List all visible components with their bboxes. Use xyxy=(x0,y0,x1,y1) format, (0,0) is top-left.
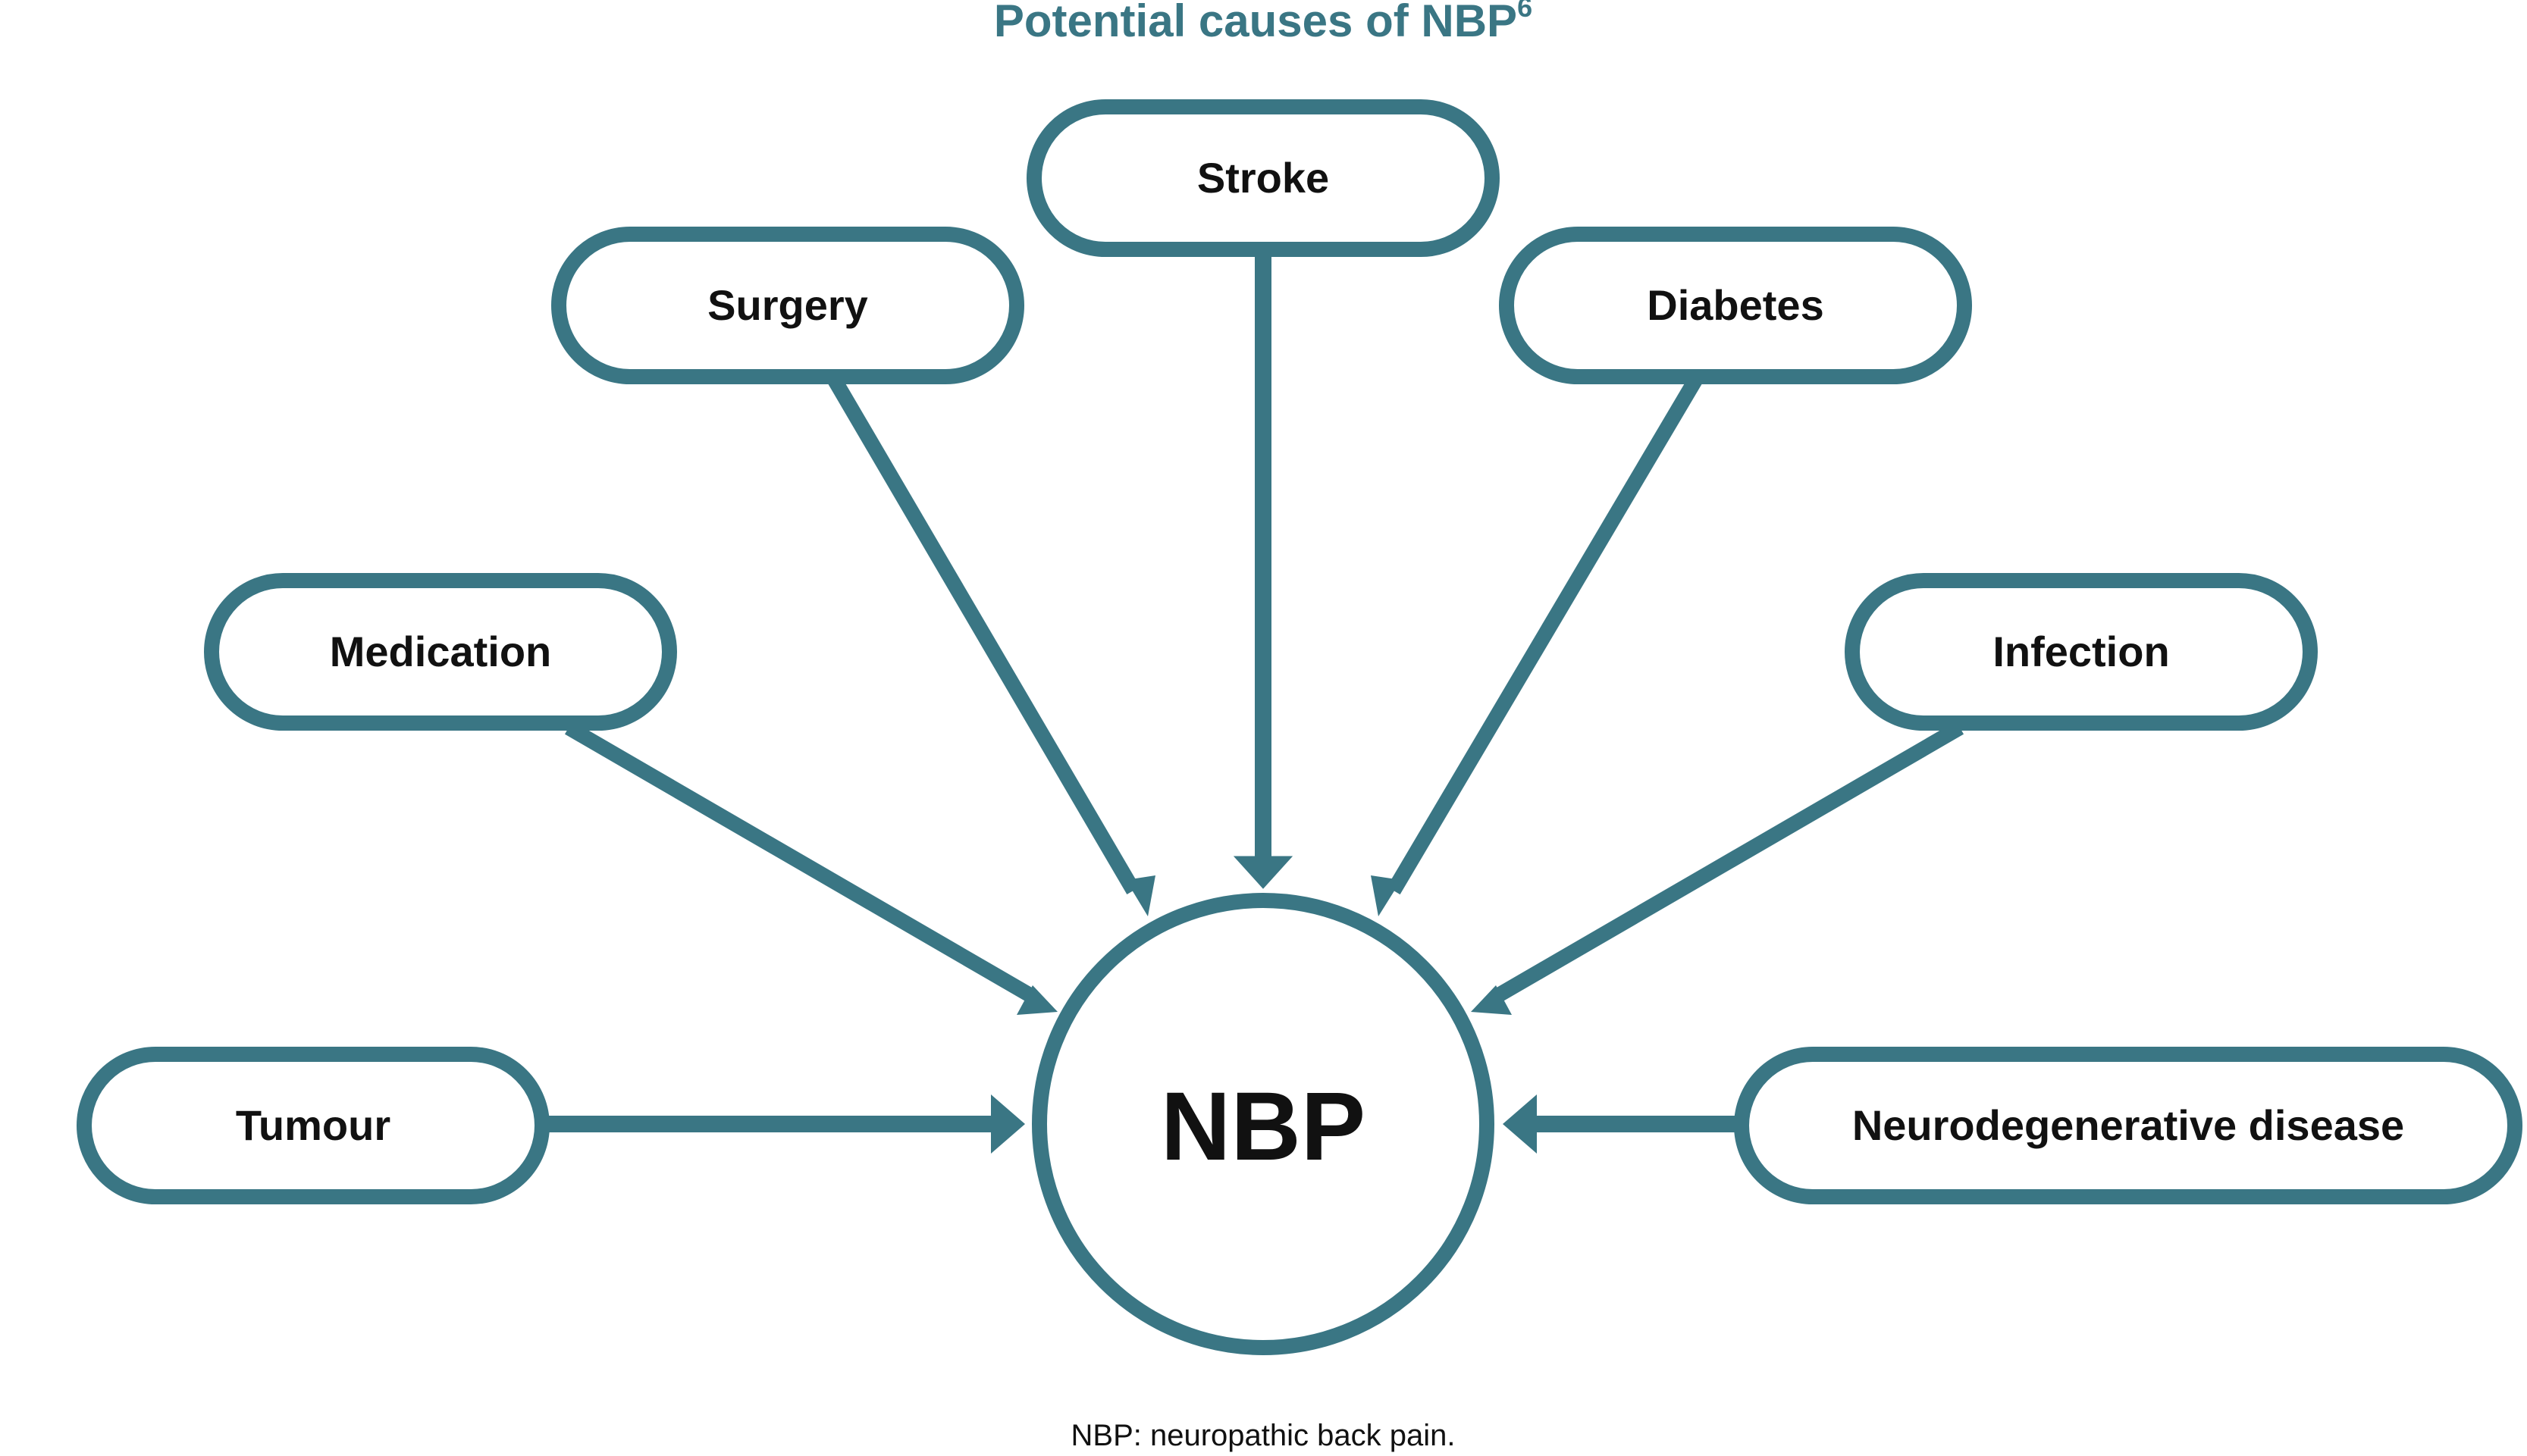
footnote: NBP: neuropathic back pain. xyxy=(1071,1419,1456,1452)
title-superscript: 6 xyxy=(1517,0,1532,23)
arrow-stroke-head xyxy=(1233,856,1293,889)
diagram-title: Potential causes of NBP6 xyxy=(994,0,1532,46)
cause-box-medication xyxy=(204,573,677,731)
arrow-diabetes-head xyxy=(1371,875,1401,916)
cause-infection: Infection xyxy=(1845,573,2318,731)
title-main: Potential causes of NBP xyxy=(994,0,1517,46)
arrow-diabetes-line xyxy=(1387,374,1703,895)
cause-label-stroke: Stroke xyxy=(1197,154,1329,202)
arrow-neuro-head xyxy=(1503,1094,1537,1154)
cause-box-diabetes xyxy=(1499,227,1972,384)
cause-label-tumour: Tumour xyxy=(236,1101,390,1149)
arrow-medication-head xyxy=(1017,985,1058,1015)
cause-box-neurodegenerative-disease xyxy=(1734,1047,2522,1204)
cause-label-neurodegenerative-disease: Neurodegenerative disease xyxy=(1852,1101,2404,1149)
cause-box-stroke xyxy=(1027,99,1500,257)
cause-stroke: Stroke xyxy=(1027,99,1500,257)
cause-label-infection: Infection xyxy=(1992,628,2169,675)
arrow-tumour-head xyxy=(991,1094,1025,1154)
arrow-infection-line xyxy=(1491,721,1964,1004)
center-circle xyxy=(1032,893,1494,1355)
cause-box-infection xyxy=(1845,573,2318,731)
arrow-surgery-line xyxy=(827,374,1140,895)
cause-box-surgery xyxy=(551,227,1024,384)
cause-diabetes: Diabetes xyxy=(1499,227,1972,384)
arrow-medication-line xyxy=(564,721,1037,1004)
cause-neurodegenerative-disease: Neurodegenerative disease xyxy=(1734,1047,2522,1204)
cause-label-diabetes: Diabetes xyxy=(1647,281,1823,329)
cause-medication: Medication xyxy=(204,573,677,731)
cause-box-tumour xyxy=(77,1047,550,1204)
arrow-infection-head xyxy=(1471,985,1512,1015)
arrow-surgery-head xyxy=(1126,875,1155,916)
center-label: NBP xyxy=(1161,1072,1365,1181)
cause-label-medication: Medication xyxy=(330,628,551,675)
arrows-group xyxy=(544,246,1964,1154)
cause-tumour: Tumour xyxy=(77,1047,550,1204)
cause-label-surgery: Surgery xyxy=(707,281,868,329)
cause-surgery: Surgery xyxy=(551,227,1024,384)
